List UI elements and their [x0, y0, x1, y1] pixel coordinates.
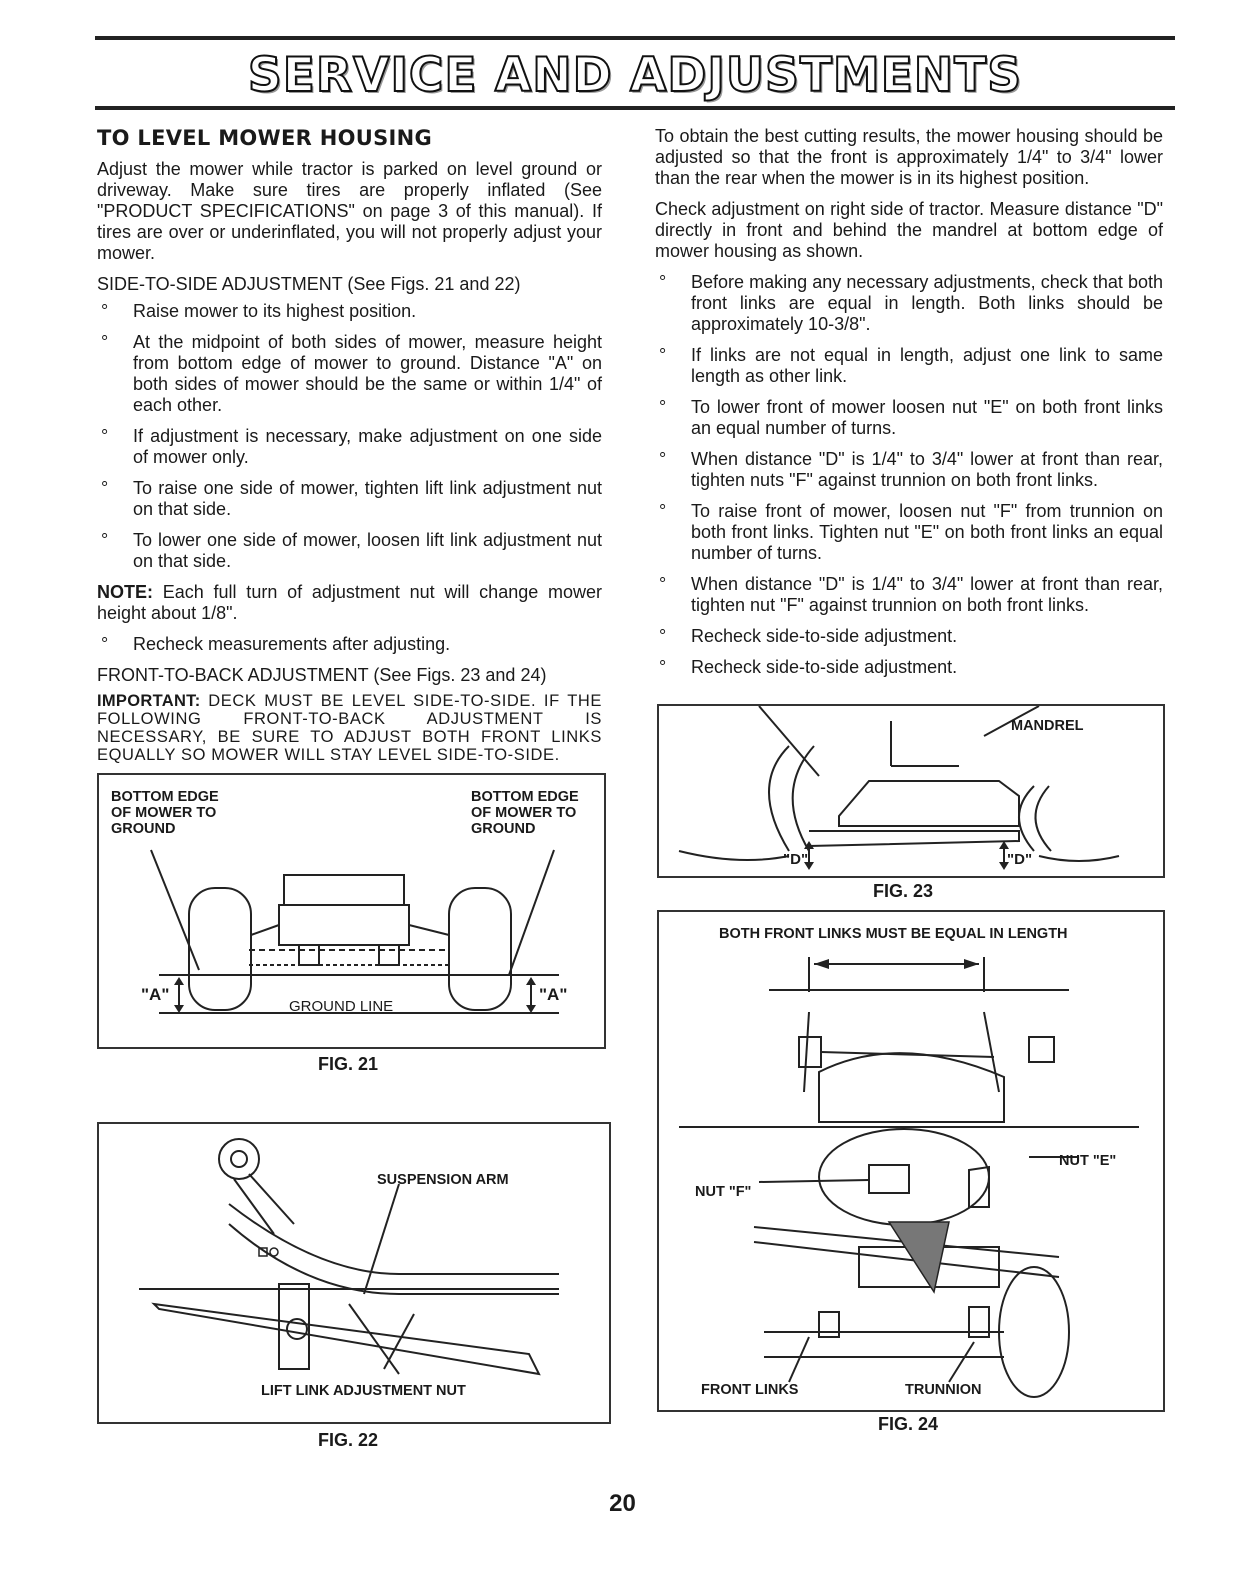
fig24-caption: FIG. 24 [878, 1414, 939, 1434]
right-column: To obtain the best cutting results, the … [655, 122, 1163, 688]
fig21-illustration: BOTTOM EDGE OF MOWER TO GROUND BOTTOM ED… [97, 773, 606, 1049]
recheck-list: Recheck measurements after adjusting. [97, 634, 602, 655]
important-paragraph: IMPORTANT: DECK MUST BE LEVEL SIDE-TO-SI… [97, 692, 602, 764]
fig23-illustration: MANDREL "D" "D" [657, 704, 1165, 878]
front-to-back-list: Before making any necessary adjustments,… [655, 272, 1163, 678]
fig22-suspension-arm-label: SUSPENSION ARM [377, 1172, 509, 1188]
fig21-dim-left: "A" [141, 985, 170, 1004]
fig23-dim-left: "D" [783, 851, 809, 868]
side-to-side-heading: SIDE-TO-SIDE ADJUSTMENT (See Figs. 21 an… [97, 274, 521, 294]
fig24-illustration: BOTH FRONT LINKS MUST BE EQUAL IN LENGTH… [657, 910, 1165, 1412]
list-item: When distance "D" is 1/4" to 3/4" lower … [655, 574, 1163, 616]
fig22-caption: FIG. 22 [318, 1430, 379, 1450]
list-item: Recheck measurements after adjusting. [97, 634, 602, 655]
left-column: TO LEVEL MOWER HOUSING Adjust the mower … [97, 122, 602, 774]
fig22-lift-link-nut-label: LIFT LINK ADJUSTMENT NUT [261, 1383, 466, 1399]
fig21-ground-label: GROUND LINE [289, 998, 394, 1015]
list-item: To raise front of mower, loosen nut "F" … [655, 501, 1163, 564]
list-item: At the midpoint of both sides of mower, … [97, 332, 602, 416]
fig23-dim-right: "D" [1007, 851, 1033, 868]
list-item: Raise mower to its highest position. [97, 301, 602, 322]
list-item: If adjustment is necessary, make adjustm… [97, 426, 602, 468]
header-rule-bottom [95, 106, 1175, 110]
intro-paragraph: Adjust the mower while tractor is parked… [97, 159, 602, 263]
fig24-top-label: BOTH FRONT LINKS MUST BE EQUAL IN LENGTH [719, 926, 1068, 942]
list-item: To lower one side of mower, loosen lift … [97, 530, 602, 572]
section-heading: TO LEVEL MOWER HOUSING [97, 126, 433, 150]
list-item: If links are not equal in length, adjust… [655, 345, 1163, 387]
fig23-caption: FIG. 23 [873, 881, 934, 901]
list-item: Recheck side-to-side adjustment. [655, 626, 1163, 647]
fig24-front-links-label: FRONT LINKS [701, 1382, 799, 1398]
fig21-label-right: BOTTOM EDGE OF MOWER TO GROUND [471, 789, 579, 837]
fig24-nut-f-label: NUT "F" [695, 1184, 752, 1200]
front-to-back-heading: FRONT-TO-BACK ADJUSTMENT (See Figs. 23 a… [97, 665, 547, 685]
fig21-dim-right: "A" [539, 985, 568, 1004]
fig22-drawing [139, 1138, 559, 1376]
check-paragraph: Check adjustment on right side of tracto… [655, 199, 1163, 261]
important-text: DECK MUST BE LEVEL SIDE-TO-SIDE. IF THE … [97, 692, 603, 764]
note-label: NOTE: [97, 582, 153, 602]
fig21-caption: FIG. 21 [318, 1054, 379, 1074]
header-rule-top [95, 36, 1175, 40]
right-intro-paragraph: To obtain the best cutting results, the … [655, 126, 1163, 188]
fig23-mandrel-label: MANDREL [1011, 718, 1084, 734]
list-item: Before making any necessary adjustments,… [655, 272, 1163, 335]
fig24-trunnion-label: TRUNNION [905, 1382, 982, 1398]
fig21-label-left: BOTTOM EDGE OF MOWER TO GROUND [111, 789, 219, 837]
fig23-drawing [678, 706, 1120, 870]
fig22-illustration: SUSPENSION ARM LIFT LINK ADJUSTMENT NUT [97, 1122, 611, 1424]
list-item: Recheck side-to-side adjustment. [655, 657, 1163, 678]
note-paragraph: NOTE: Each full turn of adjustment nut w… [97, 582, 602, 624]
fig24-nut-e-label: NUT "E" [1059, 1153, 1117, 1169]
fig21-drawing [150, 849, 559, 1014]
page-number: 20 [609, 1490, 636, 1517]
side-to-side-list: Raise mower to its highest position. At … [97, 301, 602, 572]
fig24-drawing [679, 957, 1139, 1398]
list-item: To raise one side of mower, tighten lift… [97, 478, 602, 520]
important-label: IMPORTANT: [97, 692, 201, 710]
list-item: To lower front of mower loosen nut "E" o… [655, 397, 1163, 439]
page-title: SERVICE AND ADJUSTMENTS [247, 47, 1023, 104]
list-item: When distance "D" is 1/4" to 3/4" lower … [655, 449, 1163, 491]
note-text: Each full turn of adjustment nut will ch… [97, 582, 602, 623]
